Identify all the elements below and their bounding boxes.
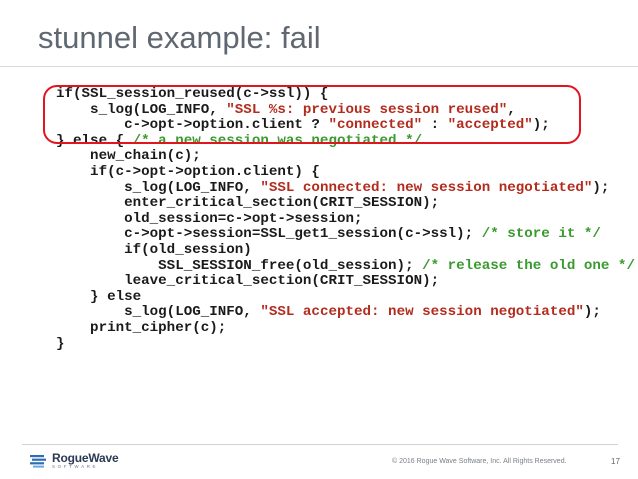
code-text: s_log(LOG_INFO, [56, 101, 227, 118]
copyright-notice: © 2016 Rogue Wave Software, Inc. All Rig… [392, 458, 567, 465]
code-comment: /* a new session was negotiated */ [132, 132, 423, 149]
code-text: ); [532, 117, 550, 134]
code-text: : [422, 117, 448, 134]
code-comment: /* store it */ [481, 226, 601, 243]
code-text: , [507, 101, 516, 118]
page-number: 17 [611, 457, 620, 466]
highlight-box [43, 85, 581, 144]
code-line: SSL_SESSION_free(old_session); /* releas… [56, 257, 635, 275]
code-string: "SSL accepted: new session negotiated" [260, 304, 584, 321]
code-text: if(SSL_session_reused(c->ssl)) { [56, 86, 329, 102]
code-line: c->opt->option.client ? "connected" : "a… [56, 117, 635, 134]
code-block: if(SSL_session_reused(c->ssl)) { s_log(L… [56, 86, 635, 353]
code-line: c->opt->session=SSL_get1_session(c->ssl)… [56, 227, 635, 243]
code-line: s_log(LOG_INFO, "SSL connected: new sess… [56, 179, 635, 197]
code-line: s_log(LOG_INFO, "SSL %s: previous sessio… [56, 101, 635, 119]
code-text: if(c->opt->option.client) { [56, 163, 320, 180]
code-comment: /* release the old one */ [422, 257, 635, 274]
code-text: } else { [56, 132, 133, 149]
code-string: "accepted" [447, 117, 533, 134]
wave-logo-icon [30, 454, 46, 468]
code-line: } else [56, 288, 635, 306]
footer-divider [22, 444, 618, 445]
code-line: old_session=c->opt->session; [56, 210, 635, 228]
code-text: s_log(LOG_INFO, [56, 304, 261, 321]
code-line: if(c->opt->option.client) { [56, 163, 635, 181]
code-text: new_chain(c); [56, 148, 201, 165]
slide-title: stunnel example: fail [38, 20, 321, 55]
company-logo: RogueWave SOFTWARE [30, 451, 119, 470]
code-line: print_cipher(c); [56, 319, 635, 337]
code-text: if(old_session) [56, 241, 252, 258]
code-text: ); [583, 304, 601, 321]
code-line: } [56, 335, 635, 353]
code-line: new_chain(c); [56, 149, 635, 165]
logo-subtitle: SOFTWARE [52, 464, 99, 469]
code-text: s_log(LOG_INFO, [56, 179, 261, 196]
code-text: c->opt->session=SSL_get1_session(c->ssl)… [56, 226, 482, 243]
title-divider [0, 66, 638, 67]
code-line: if(SSL_session_reused(c->ssl)) { [56, 86, 635, 103]
code-text: } [56, 335, 65, 352]
code-line: enter_critical_section(CRIT_SESSION); [56, 195, 635, 212]
logo-name: RogueWave [52, 451, 119, 465]
code-line: if(old_session) [56, 241, 635, 259]
code-string: "connected" [328, 117, 423, 134]
code-line: } else { /* a new session was negotiated… [56, 132, 635, 150]
code-text: enter_critical_section(CRIT_SESSION); [56, 195, 440, 212]
code-line: s_log(LOG_INFO, "SSL accepted: new sessi… [56, 305, 635, 321]
code-text: print_cipher(c); [56, 319, 227, 336]
code-text: } else [56, 288, 142, 305]
code-text: old_session=c->opt->session; [56, 210, 363, 227]
code-text: SSL_SESSION_free(old_session); [56, 257, 423, 274]
code-string: "SSL %s: previous session reused" [226, 101, 508, 118]
code-string: "SSL connected: new session negotiated" [260, 179, 593, 196]
code-line: leave_critical_section(CRIT_SESSION); [56, 273, 635, 290]
code-text: c->opt->option.client ? [56, 117, 329, 134]
code-text: leave_critical_section(CRIT_SESSION); [56, 273, 440, 290]
code-text: ); [592, 179, 610, 196]
